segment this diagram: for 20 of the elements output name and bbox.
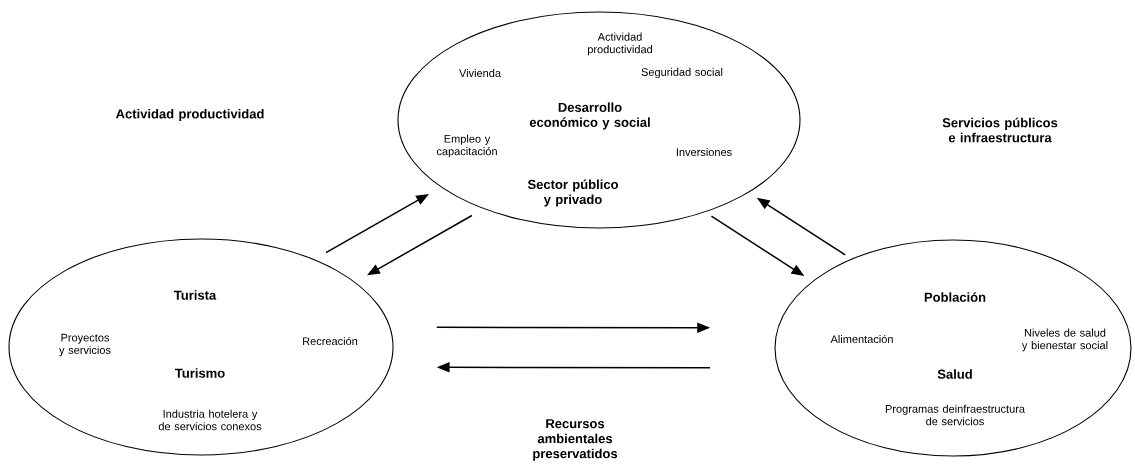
- ellipse-text: Industria hotelera y de servicios conexos: [158, 409, 262, 431]
- ellipse-heading: Población: [924, 292, 986, 302]
- ellipse-text: Programas deinfraestructura de servicios: [885, 404, 1025, 426]
- flow-label: Actividad productividad: [115, 108, 264, 122]
- ellipse-text: Proyectos y servicios: [59, 333, 111, 357]
- ellipse-text: Recreación: [303, 336, 358, 346]
- ellipse-text: Empleo y capacitación: [436, 134, 497, 158]
- ellipse-heading: Salud: [937, 369, 972, 379]
- ellipse-heading: Sector público y privado: [527, 179, 618, 207]
- ellipse-heading: Desarrollo económico y social: [529, 102, 650, 130]
- ellipse-text: Actividad productividad: [588, 32, 652, 56]
- ellipse-text: Seguridad social: [641, 67, 723, 79]
- ellipse-heading: Turismo: [175, 368, 225, 378]
- flow-label: Recursos ambientales preservatidos: [533, 419, 618, 461]
- ellipse-heading: Turista: [173, 290, 217, 300]
- ellipse-text: Niveles de salud y bienestar social: [1021, 328, 1108, 352]
- ellipse-text: Vivienda: [459, 68, 501, 78]
- ellipse-text: Inversiones: [676, 147, 732, 157]
- ellipse-text: Alimentación: [830, 334, 893, 344]
- flow-label: Servicios públicos e infraestructura: [942, 117, 1058, 143]
